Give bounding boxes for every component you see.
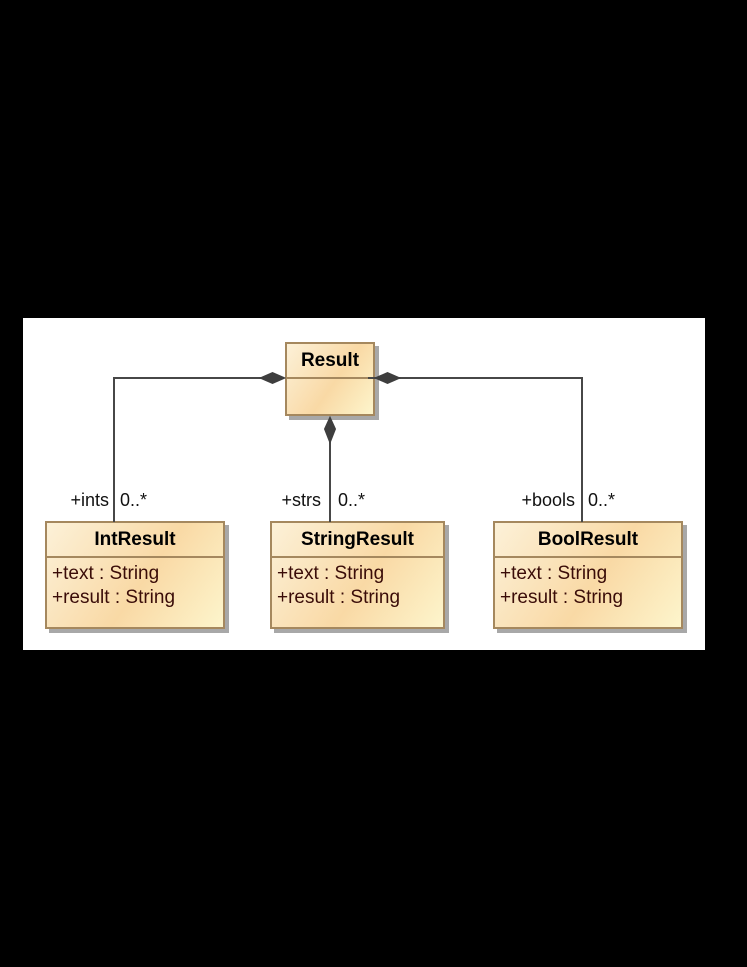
role-label-strs[interactable]: +strs [281,490,321,510]
attribute-line: +result : String [500,587,624,608]
class-body-result [287,379,373,414]
diagram-canvas[interactable]: Result IntResult +text : String +result … [23,318,705,650]
class-box-stringresult[interactable]: StringResult +text : String +result : St… [270,521,445,629]
class-attributes-stringresult: +text : String +result : String [272,558,443,627]
attribute-line: +text : String [277,563,385,584]
multiplicity-label-ints[interactable]: 0..* [120,490,148,510]
role-label-ints[interactable]: +ints [70,490,109,510]
class-attributes-intresult: +text : String +result : String [47,558,223,627]
class-title-result: Result [287,344,373,379]
attribute-line: +text : String [500,563,608,584]
class-title-intresult: IntResult [47,523,223,558]
role-label-bools[interactable]: +bools [521,490,575,510]
attribute-line: +result : String [277,587,401,608]
class-box-boolresult[interactable]: BoolResult +text : String +result : Stri… [493,521,683,629]
class-title-boolresult: BoolResult [495,523,681,558]
composition-diamond-strs[interactable] [323,415,337,445]
class-box-intresult[interactable]: IntResult +text : String +result : Strin… [45,521,225,629]
class-box-result[interactable]: Result [285,342,375,416]
class-attributes-boolresult: +text : String +result : String [495,558,681,627]
attribute-line: +text : String [52,563,160,584]
class-title-stringresult: StringResult [272,523,443,558]
multiplicity-label-strs[interactable]: 0..* [338,490,366,510]
attribute-line: +result : String [52,587,176,608]
composition-diamond-ints[interactable] [258,371,287,385]
composition-diamond-bools[interactable] [373,371,402,385]
multiplicity-label-bools[interactable]: 0..* [588,490,616,510]
